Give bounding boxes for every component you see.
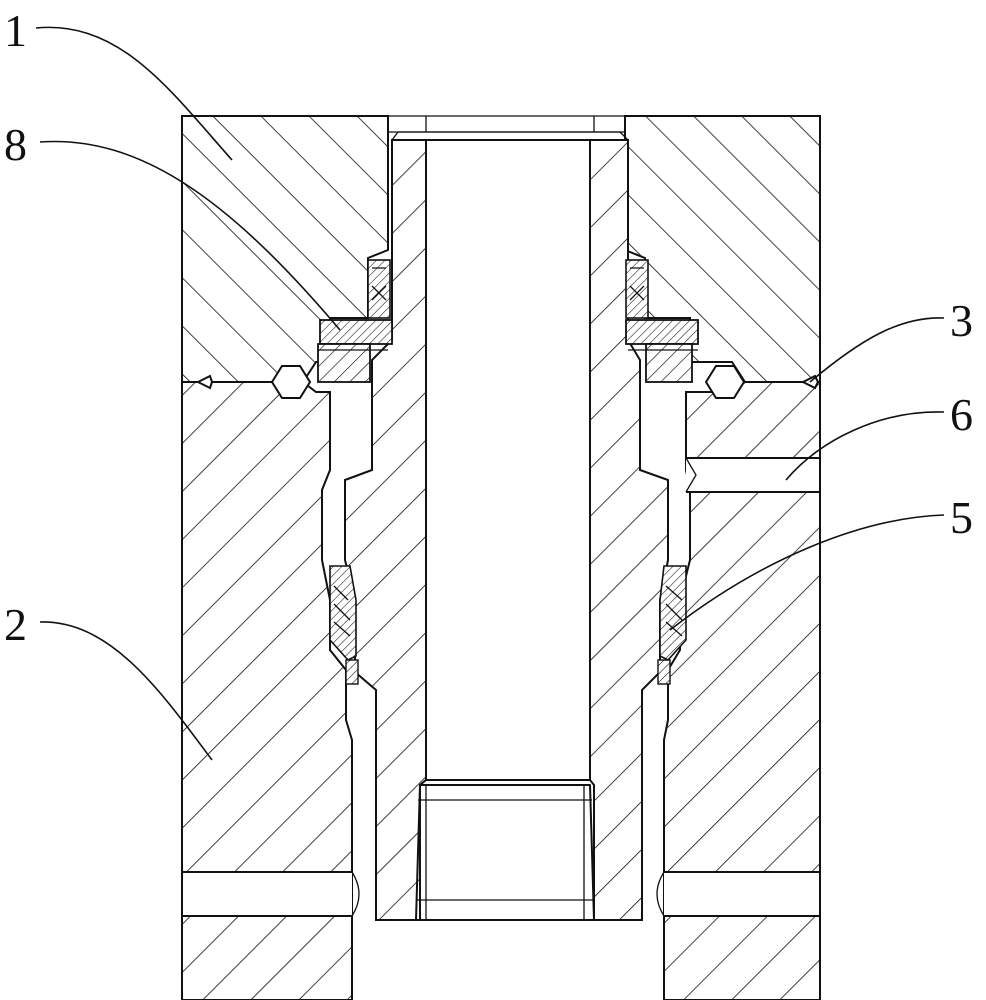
callout-2: 2 — [4, 599, 27, 650]
upper-seal-right — [625, 259, 699, 383]
hex-nut-right — [704, 365, 746, 399]
leader-5 — [669, 514, 945, 631]
flow-channel — [685, 457, 820, 493]
leader-3 — [809, 317, 945, 383]
callout-1: 1 — [4, 5, 27, 56]
bottom-cross-bores — [182, 871, 820, 917]
leader-8 — [39, 140, 341, 331]
leader-2 — [39, 621, 213, 761]
callout-6: 6 — [950, 389, 973, 440]
lower-seal-right — [657, 565, 687, 685]
upper-block — [181, 115, 821, 383]
upper-seal-left — [317, 259, 393, 383]
hex-nut-left — [270, 365, 312, 399]
callout-8: 8 — [4, 119, 27, 170]
leader-1 — [35, 26, 233, 161]
callout-5: 5 — [950, 492, 973, 543]
leader-6 — [785, 411, 945, 481]
callout-3: 3 — [950, 295, 973, 346]
central-sleeve — [344, 131, 669, 921]
lower-seal-left — [329, 565, 359, 685]
